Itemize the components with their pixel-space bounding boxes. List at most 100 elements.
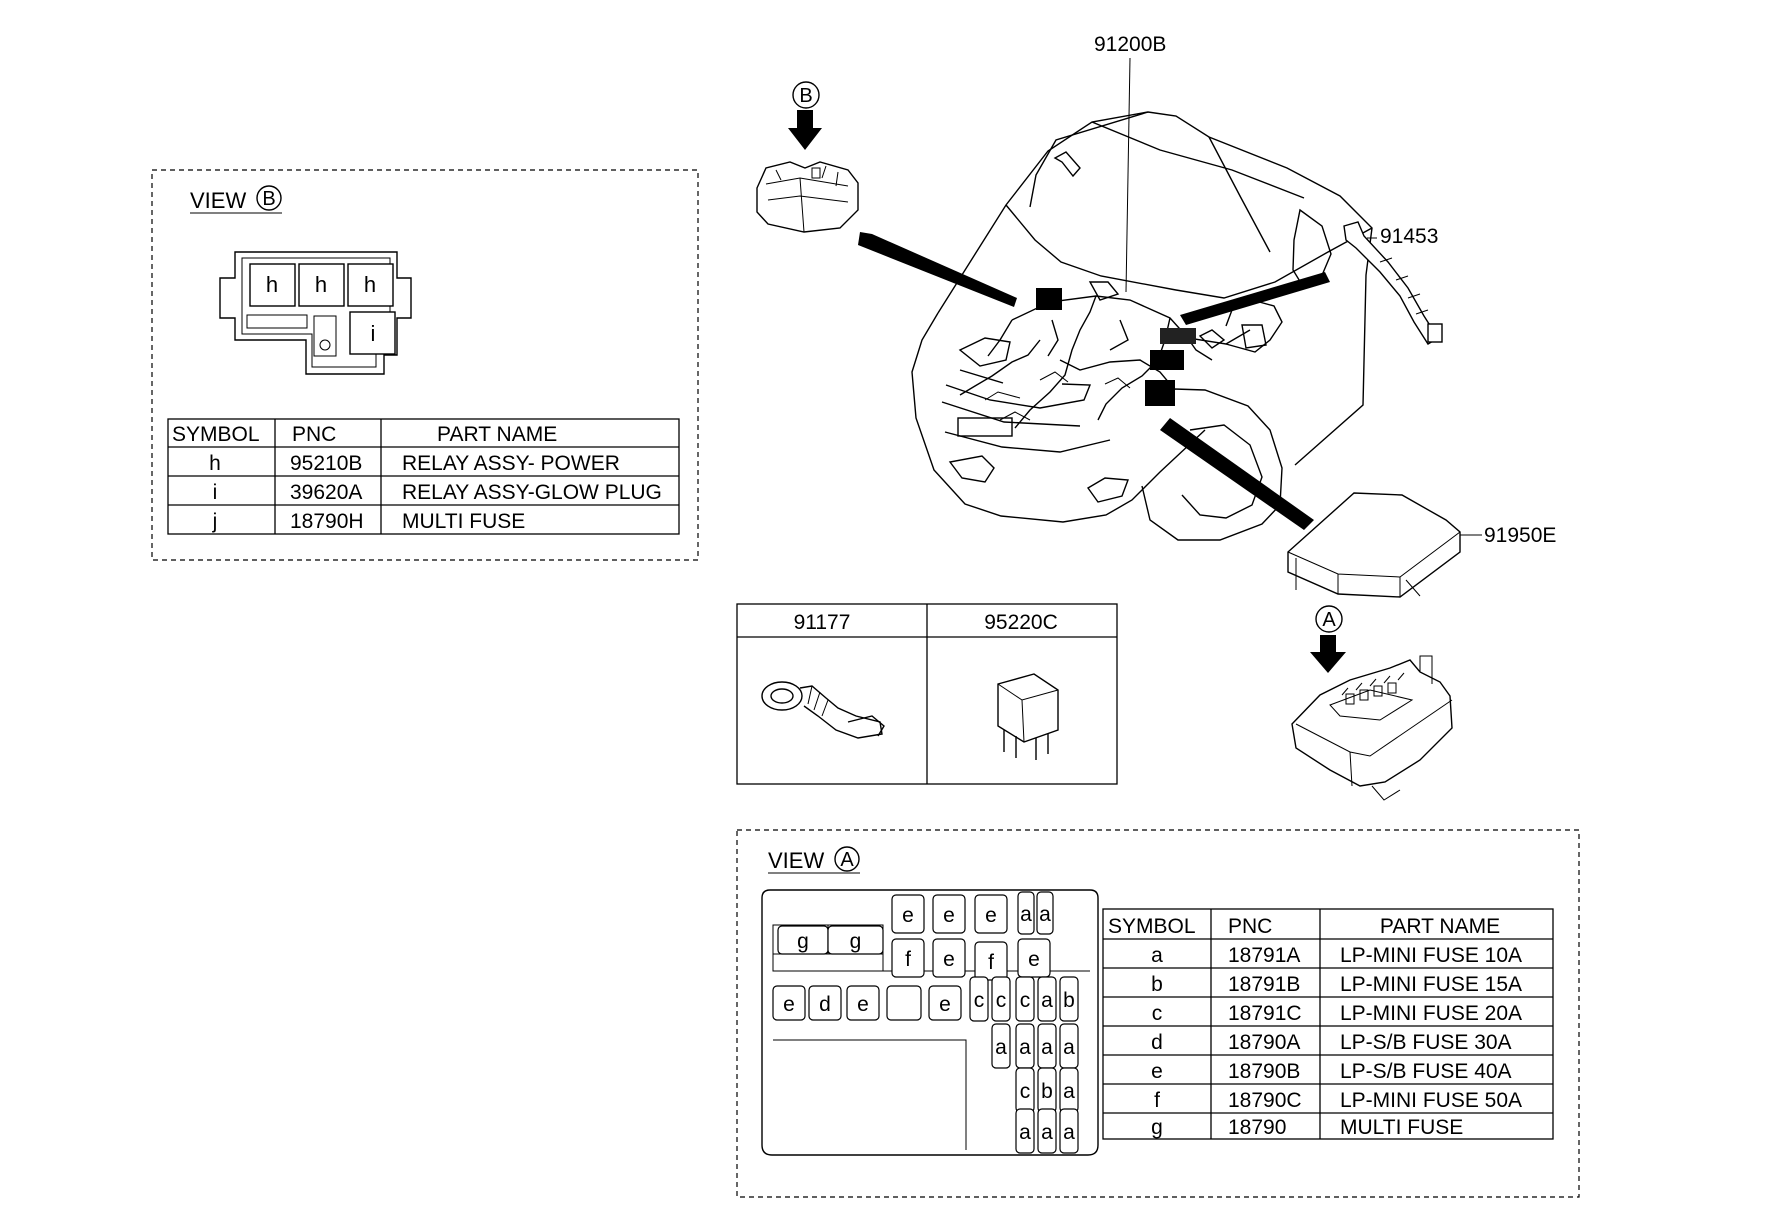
table-cell: 95210B <box>290 452 362 475</box>
fuse-slot-label: d <box>819 993 831 1016</box>
fuse-slot-label: e <box>943 904 955 927</box>
engine-bay-illustration: 91200B B <box>756 33 1556 801</box>
fuse-box-a-sketch <box>1291 655 1453 801</box>
table-cell: MULTI FUSE <box>402 510 525 533</box>
table-cell: f <box>1154 1089 1160 1112</box>
fuse-slot-label: e <box>783 993 795 1016</box>
table-cell: LP-MINI FUSE 20A <box>1340 1002 1522 1025</box>
table-cell: 39620A <box>290 481 362 504</box>
fuse-slot-label: c <box>1020 989 1031 1012</box>
relay-label: h <box>266 272 278 297</box>
marker-b: B <box>799 85 812 107</box>
fuse-slot <box>1017 938 1051 978</box>
table-cell: 18790A <box>1228 1031 1300 1054</box>
fuse-slot <box>886 985 922 1021</box>
view-b-panel: VIEW B h h h i SYMBOL <box>151 169 699 561</box>
table-header: PART NAME <box>1380 915 1500 938</box>
view-b-circle <box>256 185 282 211</box>
table-cell: e <box>1151 1060 1163 1083</box>
relay-i <box>349 311 396 355</box>
table-header: SYMBOL <box>172 423 260 446</box>
fuse-slot <box>969 976 989 1022</box>
marker-a-circle <box>1315 605 1343 633</box>
view-a-marker: A <box>840 849 854 871</box>
relay-label: h <box>364 272 376 297</box>
relay-part <box>997 673 1059 760</box>
fuse-slot <box>891 894 925 934</box>
table-cell: 18790C <box>1228 1089 1302 1112</box>
view-b-relay-box: h h h i <box>219 251 412 375</box>
fuse-slot-label: a <box>1041 1036 1053 1059</box>
wiring-harness <box>959 281 1283 429</box>
fuse-slot-label: e <box>939 993 951 1016</box>
part-pnc-relay: 95220C <box>984 611 1058 634</box>
table-cell: RELAY ASSY- POWER <box>402 452 620 475</box>
fuse-slot <box>991 976 1011 1022</box>
fuse-slot-label: a <box>1020 903 1032 926</box>
grommet-part <box>761 681 885 739</box>
fuse-slot-label: a <box>1039 903 1051 926</box>
fuse-slot-label: a <box>1063 1036 1075 1059</box>
fuse-slot-label: g <box>797 930 809 953</box>
view-a-circle <box>834 846 860 872</box>
table-cell: 18791B <box>1228 973 1300 996</box>
fuse-slot <box>1015 1108 1035 1154</box>
fuse-slot <box>1017 891 1035 935</box>
fuse-slot-label: a <box>995 1036 1007 1059</box>
fuse-slot <box>974 941 1008 981</box>
view-b-title: VIEW <box>190 188 246 213</box>
table-cell: b <box>1151 973 1163 996</box>
fuse-slot-label: b <box>1063 989 1075 1012</box>
table-cell: 18791A <box>1228 944 1300 967</box>
table-cell: j <box>212 510 218 533</box>
arrow-a-icon <box>1310 635 1346 673</box>
table-cell: RELAY ASSY-GLOW PLUG <box>402 481 662 504</box>
fuse-slot <box>1037 976 1057 1022</box>
relay-label: h <box>315 272 327 297</box>
fuse-slot-label: c <box>974 989 985 1012</box>
fuse-slot <box>932 938 966 978</box>
table-cell: 18790 <box>1228 1116 1286 1139</box>
fuse-slot-label: c <box>1020 1080 1031 1103</box>
table-header: PART NAME <box>437 423 557 446</box>
fuse-slot-label: c <box>996 989 1007 1012</box>
fuse-slot-label: a <box>1063 1080 1075 1103</box>
fuse-slot-label: e <box>1028 948 1040 971</box>
fuse-slot <box>827 925 884 955</box>
fuse-slot <box>891 938 925 978</box>
fuse-slot <box>1015 976 1035 1022</box>
table-cell: 18790H <box>290 510 364 533</box>
fuse-slot <box>1037 1108 1057 1154</box>
fuse-box-cover <box>1287 492 1461 598</box>
table-cell: a <box>1151 944 1163 967</box>
table-cell: i <box>213 481 218 504</box>
fuse-slot-label: g <box>850 930 862 953</box>
table-cell: 18791C <box>1228 1002 1302 1025</box>
view-b-table: SYMBOL PNC PART NAME h 95210B RELAY ASSY… <box>167 418 680 535</box>
marker-a: A <box>1322 609 1336 631</box>
part-pnc-grommet: 91177 <box>794 611 851 634</box>
fuse-slot-label: f <box>905 948 911 971</box>
table-cell: g <box>1151 1116 1163 1139</box>
parts-box: 91177 95220C <box>736 603 1118 785</box>
view-b-marker: B <box>262 188 275 210</box>
relay-label: i <box>371 321 376 346</box>
fuse-slot-label: e <box>985 904 997 927</box>
fuse-slot-label: a <box>1019 1036 1031 1059</box>
fuse-slot <box>1059 1108 1079 1154</box>
fuse-slot-label: a <box>1019 1121 1031 1144</box>
callout-main-harness: 91200B <box>1094 33 1166 56</box>
marker-b-circle <box>792 81 820 109</box>
fuse-slot <box>974 894 1008 934</box>
fuse-slot <box>1036 891 1054 935</box>
table-cell: LP-MINI FUSE 50A <box>1340 1089 1522 1112</box>
table-cell: LP-S/B FUSE 40A <box>1340 1060 1512 1083</box>
fuse-slot <box>932 894 966 934</box>
fuse-slot <box>1059 976 1079 1022</box>
fuse-slot-label: e <box>943 948 955 971</box>
table-cell: c <box>1152 1002 1163 1025</box>
fuse-slot-label: e <box>902 904 914 927</box>
